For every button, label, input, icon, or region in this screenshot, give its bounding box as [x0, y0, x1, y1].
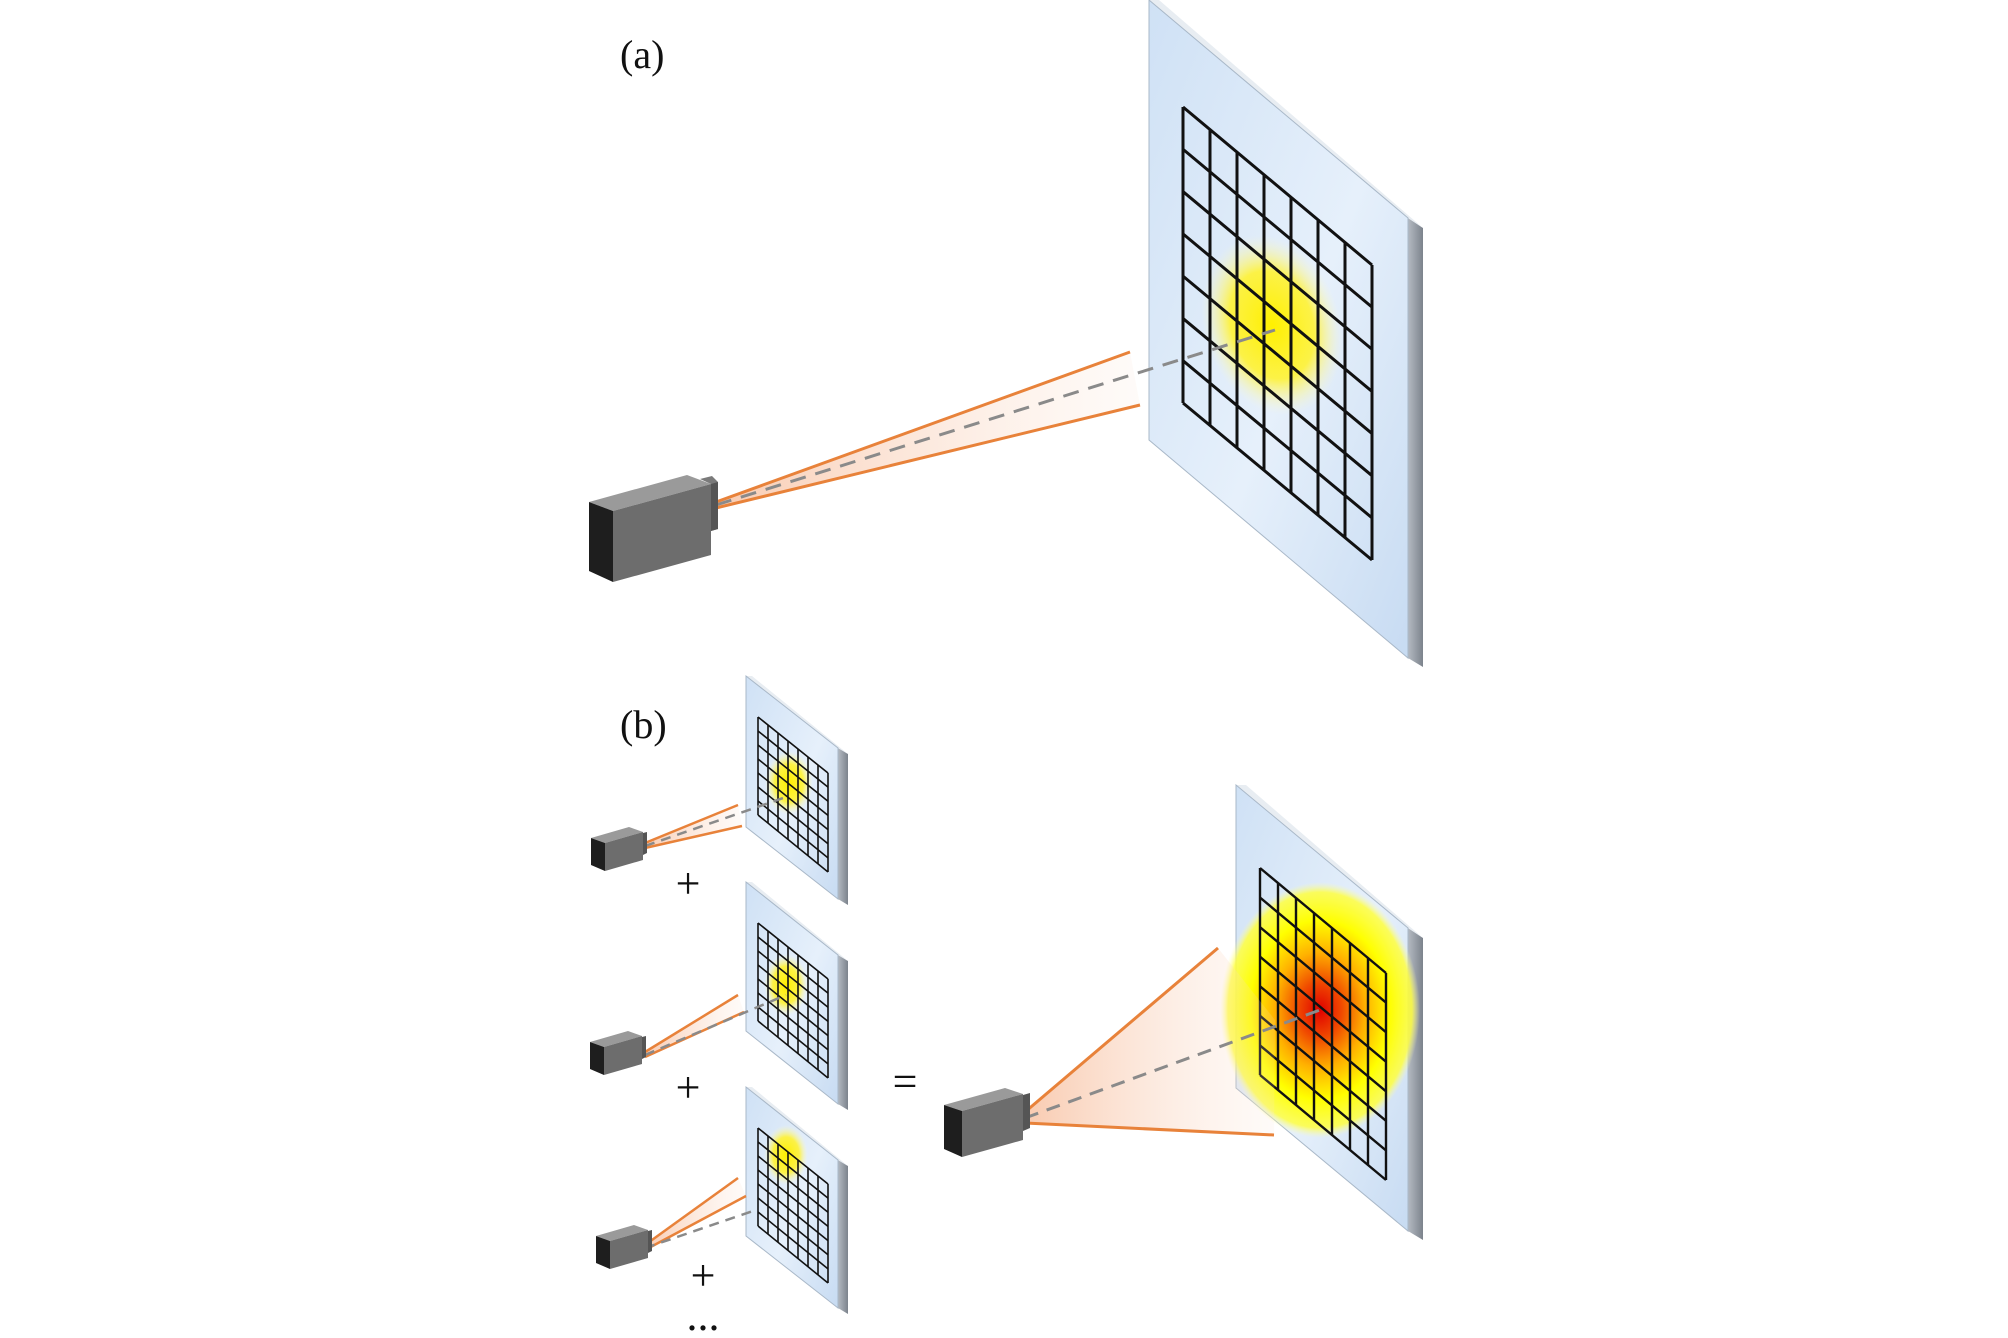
ellipsis: ...: [687, 1291, 720, 1338]
grid-line: [1182, 232, 1373, 393]
panel-b-label: (b): [620, 702, 667, 747]
grid-line: [757, 1141, 829, 1199]
pixel-grid: [1181, 105, 1374, 562]
grid-line: [757, 716, 829, 774]
pixel-grid: [757, 1127, 829, 1284]
grid-line: [1259, 896, 1387, 1004]
screen-large: [1148, 0, 1423, 667]
pixel-grid: [1258, 867, 1388, 1181]
pixel-grid: [757, 716, 829, 873]
beam-edge-lower: [715, 403, 1141, 510]
grid-line: [757, 744, 829, 802]
camera-small: [590, 1031, 646, 1075]
beam-cone: [1025, 948, 1275, 1135]
combined-setup: [944, 783, 1423, 1240]
camera-small: [596, 1225, 652, 1269]
small-setup-2: [590, 880, 848, 1110]
grid-line: [1182, 317, 1373, 477]
grid-line: [1259, 1074, 1387, 1181]
grid-line: [1259, 1014, 1387, 1122]
camera-small: [591, 827, 647, 871]
equals-sign: =: [893, 1057, 918, 1106]
optical-axis: [1024, 1008, 1321, 1120]
pixel-grid: [757, 922, 829, 1079]
beam-edge-upper: [1024, 946, 1219, 1114]
beam-edge-lower: [1024, 1121, 1275, 1137]
grid-line: [1182, 190, 1373, 351]
grid-line: [757, 730, 829, 788]
beam-edge-upper: [644, 803, 739, 845]
beam-edge-lower: [644, 824, 743, 850]
grid-line: [757, 1127, 829, 1185]
grid-line: [757, 1006, 829, 1065]
grid-line: [757, 800, 829, 859]
grid-line: [757, 1211, 829, 1270]
grid-line: [757, 1020, 829, 1079]
grid-line: [757, 1197, 829, 1256]
camera-combined: [944, 1088, 1030, 1157]
screen-small: [745, 674, 848, 905]
optical-axis: [644, 1208, 757, 1250]
grid-line: [1182, 105, 1373, 267]
plus-sign-2: +: [676, 1063, 701, 1112]
grid-line: [757, 1169, 829, 1228]
grid-line: [757, 1183, 829, 1242]
grid-line: [757, 1225, 829, 1284]
screen-small: [745, 880, 848, 1110]
grid-line: [1259, 867, 1387, 974]
beam-cone: [716, 352, 1140, 508]
grid-line: [1259, 926, 1387, 1034]
screen-edge: [1408, 218, 1423, 667]
grid-line: [757, 978, 829, 1037]
panel-a-label: (a): [620, 32, 664, 77]
small-setup-1: [591, 674, 848, 905]
plus-sign-1: +: [676, 859, 701, 908]
grid-line: [757, 814, 829, 873]
beam-cone: [645, 995, 744, 1057]
optical-axis: [715, 328, 1276, 507]
beam-edge-lower: [644, 1194, 747, 1252]
beam-edge-upper: [644, 1176, 739, 1247]
grid-line: [757, 772, 829, 831]
grid-line: [757, 922, 829, 980]
grid-line: [1259, 985, 1387, 1093]
panel-a-setup: [589, 0, 1423, 667]
grid-line: [757, 1155, 829, 1213]
grid-line: [757, 936, 829, 994]
grid-line: [1182, 359, 1373, 520]
grid-line: [1259, 1044, 1387, 1152]
grid-line: [1182, 274, 1373, 435]
camera-large: [589, 475, 718, 582]
optical-axis: [644, 794, 790, 848]
beam-edge-upper: [715, 350, 1131, 504]
screen-top-edge: [1149, 0, 1423, 228]
grid-line: [1182, 148, 1373, 309]
grid-line: [757, 992, 829, 1051]
screen-small: [745, 1085, 848, 1314]
optical-axis: [644, 993, 787, 1057]
grid-line: [757, 964, 829, 1023]
beam-cone: [645, 805, 742, 848]
grid-line: [757, 758, 829, 817]
beam-edge-upper: [644, 993, 739, 1054]
grid-line: [1182, 401, 1373, 562]
grid-line: [757, 786, 829, 845]
plus-sign-3: +: [691, 1251, 716, 1300]
grid-line: [757, 950, 829, 1008]
grid-line: [1259, 955, 1387, 1063]
small-setup-3: [596, 1085, 848, 1314]
beam-cone: [645, 1178, 746, 1250]
